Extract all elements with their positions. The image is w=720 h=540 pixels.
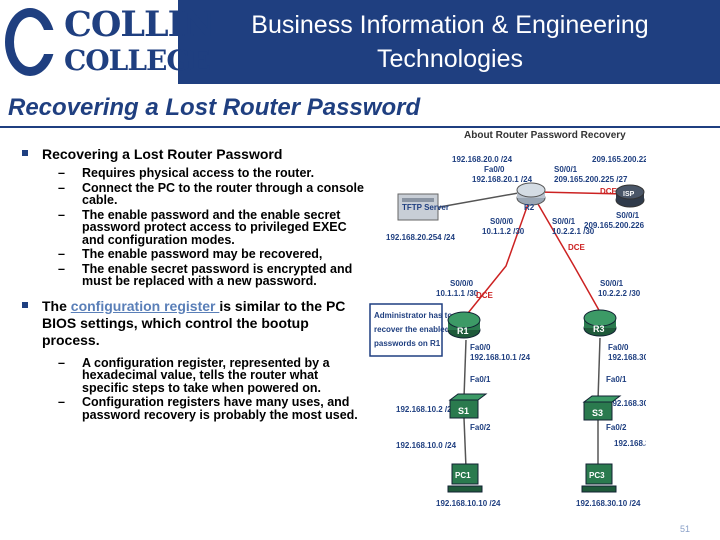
interface-label: S0/0/0: [450, 279, 474, 288]
router-r2-icon: [516, 182, 546, 206]
sub-bullet-item: –Connect the PC to the router through a …: [58, 180, 364, 207]
router-isp-icon: [615, 184, 645, 208]
pc-label: PC1: [455, 471, 471, 480]
ip-label: 192.168.30.10 /24: [576, 499, 641, 508]
sub-bullet-item: –The enable password and the enable secr…: [58, 207, 347, 247]
sub-bullet-item: –Configuration registers have many uses,…: [58, 395, 358, 422]
bullet-item: Recovering a Lost Router Password: [22, 146, 367, 163]
bullet-marker: [22, 301, 28, 308]
ethernet-link: [597, 337, 601, 401]
router-r3-icon: [583, 309, 617, 337]
pc-label: PC3: [589, 471, 605, 480]
sub-bullet-item: –The enable password may be recovered,: [58, 247, 323, 261]
interface-label: Fa0/2: [470, 423, 491, 432]
bullet-item: The configuration register is similar to…: [22, 298, 367, 349]
router-label: R1: [457, 326, 469, 336]
ip-label: 209.165.200.226 /27: [584, 221, 646, 230]
ip-label: 10.1.1.2 /30: [482, 227, 525, 236]
interface-label: Fa0/0: [470, 343, 491, 352]
collin-college-logo: COLLIN COLLEGE: [0, 0, 215, 84]
diagram-title: About Router Password Recovery: [464, 130, 626, 141]
ethernet-link: [433, 191, 525, 209]
bullet-list: Recovering a Lost Router Password –Requi…: [22, 146, 367, 423]
ip-label: 10.1.1.1 /30: [436, 289, 479, 298]
router-label: ISP: [623, 191, 635, 198]
switch-s3-icon: [582, 395, 622, 421]
interface-label: S0/0/1: [600, 279, 624, 288]
pc1-icon: [447, 463, 483, 493]
ip-label: 10.2.2.2 /30: [598, 289, 641, 298]
ip-label: 192.168.30.2 /24: [608, 399, 646, 408]
router-label: R3: [593, 324, 605, 334]
network-label: 192.168.10.0 /24: [396, 441, 457, 450]
tftp-server-icon: [397, 193, 439, 221]
switch-label: S3: [592, 408, 603, 418]
slide-title: Recovering a Lost Router Password: [8, 94, 421, 121]
network-label: 192.168.20.0 /24: [452, 155, 513, 164]
network-label: 192.168.30.0 /24: [614, 439, 646, 448]
ethernet-link: [463, 417, 467, 469]
header-title: Business Information & Engineering Techn…: [251, 11, 649, 73]
ip-label: 192.168.10.10 /24: [436, 499, 501, 508]
admin-callout-box: [369, 303, 443, 357]
ip-label: 192.168.30.1 /24: [608, 353, 646, 362]
logo-text-college: COLLEGE: [64, 44, 211, 77]
header-bar: COLLIN COLLEGE Business Information & En…: [0, 0, 720, 84]
configuration-register-link[interactable]: configuration register: [70, 297, 220, 314]
network-topology-diagram: About Router Password Recovery 192.168.2…: [369, 130, 646, 508]
ip-label: 192.168.10.1 /24: [470, 353, 531, 362]
sub-bullet-item: –The enable secret password is encrypted…: [58, 261, 353, 288]
interface-label: S0/0/1: [616, 211, 640, 220]
interface-label: Fa0/0: [608, 343, 629, 352]
switch-s1-icon: [448, 393, 488, 419]
serial-link: [537, 191, 625, 195]
ip-label: 192.168.20.1 /24: [472, 175, 533, 184]
switch-label: S1: [458, 406, 469, 416]
logo-text-collin: COLLIN: [64, 4, 215, 45]
interface-label: S0/0/1: [552, 217, 576, 226]
tftp-label: TFTP Server: [402, 203, 449, 212]
interface-label: Fa0/1: [470, 375, 491, 384]
ip-label: 10.2.2.1 /30: [552, 227, 595, 236]
page-number: 51: [679, 524, 690, 534]
ip-label: 209.165.200.225 /27: [554, 175, 628, 184]
network-label: 209.165.200.224 /27: [592, 155, 646, 164]
ip-label: 192.168.10.2 /24: [396, 405, 457, 414]
interface-label: S0/0/1: [554, 165, 578, 174]
router-r1-icon: [447, 311, 481, 339]
callout-line: Administrator has to: [374, 311, 452, 320]
ip-label: 192.168.20.254 /24: [386, 233, 456, 242]
interface-label: Fa0/2: [606, 423, 627, 432]
sub-bullet-item: –Requires physical access to the router.: [58, 166, 315, 180]
dce-label: DCE: [476, 291, 494, 300]
bullet-marker: [22, 150, 28, 156]
callout-line: recover the enabled: [374, 325, 450, 334]
interface-label: Fa0/1: [606, 375, 627, 384]
ethernet-link: [463, 339, 467, 399]
interface-label: S0/0/0: [490, 217, 514, 226]
callout-line: passwords on R1: [374, 339, 441, 348]
title-divider: [0, 126, 720, 128]
dce-label: DCE: [568, 243, 586, 252]
router-label: R2: [524, 203, 535, 212]
sub-bullet-item: –A configuration register, represented b…: [58, 355, 330, 395]
serial-link: [463, 203, 529, 319]
serial-link: [537, 203, 601, 313]
pc3-icon: [581, 463, 617, 493]
interface-label: Fa0/0: [484, 165, 505, 174]
dce-label: DCE: [600, 187, 618, 196]
